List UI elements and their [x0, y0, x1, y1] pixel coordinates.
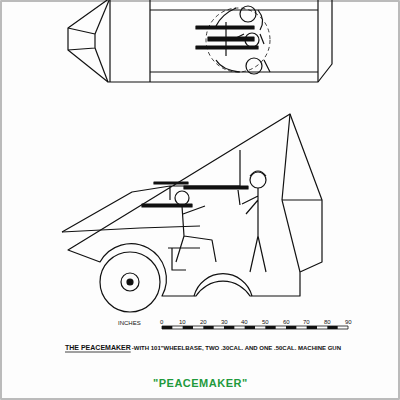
scale-number: 40	[241, 319, 248, 325]
scale-number: 90	[345, 319, 352, 325]
caption-heading: THE PEACEMAKER	[65, 344, 131, 351]
scale-segment	[265, 326, 275, 329]
scale-number: 0	[160, 319, 163, 325]
scale-segment	[245, 326, 255, 329]
scale-segment	[183, 326, 193, 329]
caption-underline	[65, 352, 131, 353]
scale-number: 60	[283, 319, 290, 325]
top-view	[68, 0, 332, 82]
scale-segment	[224, 326, 234, 329]
scale-number: 20	[200, 319, 207, 325]
caption-text: -WITH 101"WHEELBASE, TWO .30CAL. AND ONE…	[132, 345, 341, 351]
scale-segment	[203, 326, 213, 329]
scale-number: 10	[179, 319, 186, 325]
scale-segment	[327, 326, 337, 329]
side-view	[62, 114, 322, 312]
scale-number: 30	[221, 319, 228, 325]
scale-number: 50	[262, 319, 269, 325]
scale-number: 80	[324, 319, 331, 325]
scale-segment	[307, 326, 317, 329]
title: "PEACEMAKER"	[153, 378, 248, 389]
scale-number: 70	[303, 319, 310, 325]
scale-segment	[162, 326, 172, 329]
scale-segment	[286, 326, 296, 329]
scale-unit: INCHES	[118, 320, 141, 326]
scale-bar	[162, 326, 348, 329]
